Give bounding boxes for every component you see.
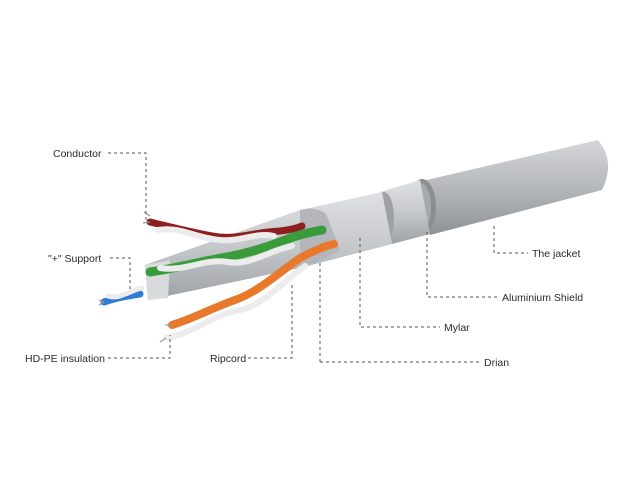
label-conductor: Conductor — [53, 148, 102, 160]
leader-lines — [108, 152, 528, 363]
label-drain: Drian — [484, 357, 509, 369]
jacket — [408, 140, 609, 235]
leader-mylar — [359, 238, 440, 328]
label-ripcord: Ripcord — [210, 353, 246, 365]
leader-support — [110, 257, 131, 290]
leader-ripcord — [248, 285, 293, 359]
label-jacket: The jacket — [532, 248, 581, 260]
leader-jacket — [493, 226, 528, 254]
leader-conductor — [108, 152, 147, 222]
twisted-pairs — [98, 211, 338, 343]
label-aluminium-shield: Aluminium Shield — [502, 292, 583, 304]
label-hdpe-insulation: HD-PE insulation — [25, 353, 105, 365]
leader-hdpe — [108, 335, 171, 359]
pair-orange — [168, 240, 338, 329]
label-support: "+" Support — [48, 253, 101, 265]
leader-drain — [319, 260, 480, 363]
leader-shield — [426, 232, 500, 298]
label-mylar: Mylar — [444, 322, 470, 334]
